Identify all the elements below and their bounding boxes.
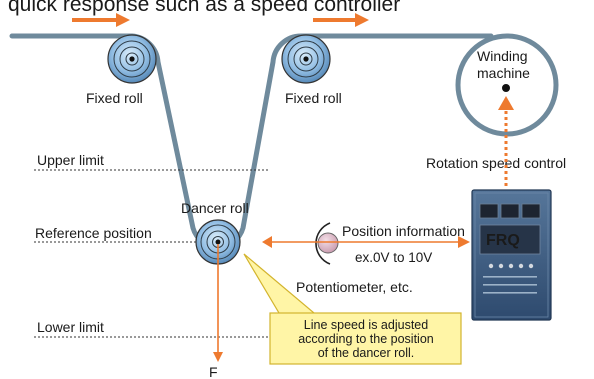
callout-line-2: according to the position <box>298 332 434 346</box>
inverter-device: FRQ <box>471 189 552 321</box>
winding-center-dot <box>502 84 510 92</box>
dancer-roll <box>195 219 241 265</box>
fixed-roll-right-label: Fixed roll <box>285 90 342 106</box>
callout-line-3: of the dancer roll. <box>318 346 415 360</box>
upper-limit-label: Upper limit <box>37 152 104 168</box>
fixed-roll-right <box>281 34 331 84</box>
fixed-roll-left-label: Fixed roll <box>86 90 143 106</box>
inverter-display-text: FRQ <box>486 232 520 249</box>
speed-control-arrow <box>498 96 514 186</box>
winding-machine <box>455 33 559 137</box>
fixed-roll-left <box>107 34 157 84</box>
winding-machine-label-line2: machine <box>477 65 530 81</box>
position-information-label: Position information <box>342 223 465 239</box>
potentiometer-label: Potentiometer, etc. <box>296 279 413 295</box>
lower-limit-label: Lower limit <box>37 319 104 335</box>
flow-arrow-right <box>313 13 369 27</box>
callout-box: Line speed is adjusted according to the … <box>269 312 462 365</box>
position-information-arrow <box>262 236 470 248</box>
web-strip <box>9 33 494 250</box>
force-arrow <box>213 244 223 362</box>
flow-arrow-left <box>72 13 130 27</box>
force-label: F <box>209 364 218 379</box>
title-fragment: quick response such as a speed controlle… <box>8 0 400 16</box>
winding-machine-label-line1: Winding <box>477 48 528 64</box>
rotation-speed-control-label: Rotation speed control <box>426 155 566 171</box>
voltage-range-label: ex.0V to 10V <box>355 250 432 265</box>
dancer-roll-label: Dancer roll <box>181 200 249 216</box>
potentiometer-symbol <box>315 222 339 265</box>
callout-line-1: Line speed is adjusted <box>304 318 428 332</box>
reference-position-label: Reference position <box>35 225 152 241</box>
